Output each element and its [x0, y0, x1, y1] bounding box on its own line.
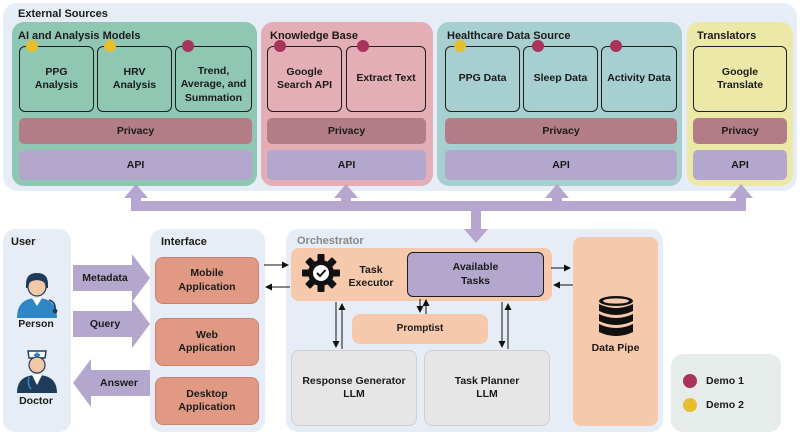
extract-text-card: Extract Text: [346, 46, 426, 112]
demo2-dot: [104, 40, 116, 52]
available-tasks-box: Available Tasks: [407, 252, 544, 297]
web-application: Web Application: [155, 318, 259, 366]
legend-demo2-label: Demo 2: [706, 399, 744, 411]
translators-title: Translators: [697, 30, 757, 42]
legend-demo2-dot: [683, 398, 697, 412]
desktop-application: Desktop Application: [155, 377, 259, 425]
demo2-dot: [26, 40, 38, 52]
user-title: User: [11, 236, 36, 248]
ai-api-bar: API: [19, 150, 252, 180]
task-executor-label: Task Executor: [348, 264, 394, 290]
external-sources-title: External Sources: [18, 8, 108, 20]
ai-models-title: AI and Analysis Models: [18, 30, 141, 42]
gear-icon: [302, 254, 340, 292]
legend-demo1-dot: [683, 374, 697, 388]
health-privacy-bar: Privacy: [445, 118, 677, 144]
google-search-card: Google Search API: [267, 46, 342, 112]
query-label: Query: [89, 318, 121, 330]
mobile-application: Mobile Application: [155, 257, 259, 304]
healthcare-title: Healthcare Data Source: [447, 30, 571, 42]
metadata-arrow: [73, 254, 150, 302]
query-arrow: [73, 300, 150, 348]
person-label: Person: [18, 318, 54, 330]
answer-label: Answer: [100, 377, 138, 389]
person-icon: [17, 273, 58, 318]
trend-card: Trend, Average, and Summation: [175, 46, 252, 112]
demo2-dot: [454, 40, 466, 52]
database-icon: [599, 296, 633, 336]
doctor-icon: [17, 350, 57, 393]
api-bus: [124, 184, 753, 243]
interface-title: Interface: [161, 236, 207, 248]
demo1-dot: [610, 40, 622, 52]
sleep-data-card: Sleep Data: [523, 46, 598, 112]
demo1-dot: [357, 40, 369, 52]
ppg-data-card: PPG Data: [445, 46, 520, 112]
metadata-label: Metadata: [82, 272, 128, 284]
legend-demo1-label: Demo 1: [706, 375, 744, 387]
activity-data-card: Activity Data: [601, 46, 677, 112]
demo1-dot: [182, 40, 194, 52]
response-generator-box: Response Generator LLM: [291, 350, 417, 426]
kb-privacy-bar: Privacy: [267, 118, 426, 144]
data-pipe-label: Data Pipe: [591, 342, 640, 354]
orchestrator-title: Orchestrator: [297, 235, 364, 247]
task-planner-box: Task Planner LLM: [424, 350, 550, 426]
demo1-dot: [274, 40, 286, 52]
knowledge-base-title: Knowledge Base: [270, 30, 359, 42]
translator-api-bar: API: [693, 150, 787, 180]
health-api-bar: API: [445, 150, 677, 180]
translator-privacy-bar: Privacy: [693, 118, 787, 144]
hrv-analysis-card: HRV Analysis: [97, 46, 172, 112]
ai-privacy-bar: Privacy: [19, 118, 252, 144]
answer-arrow: [73, 359, 150, 407]
ppg-analysis-card: PPG Analysis: [19, 46, 94, 112]
google-translate-card: Google Translate: [693, 46, 787, 112]
user-panel: [3, 229, 71, 432]
kb-api-bar: API: [267, 150, 426, 180]
legend-panel: [671, 354, 781, 432]
promptist-box: Promptist: [352, 314, 488, 344]
doctor-label: Doctor: [19, 395, 53, 407]
demo1-dot: [532, 40, 544, 52]
